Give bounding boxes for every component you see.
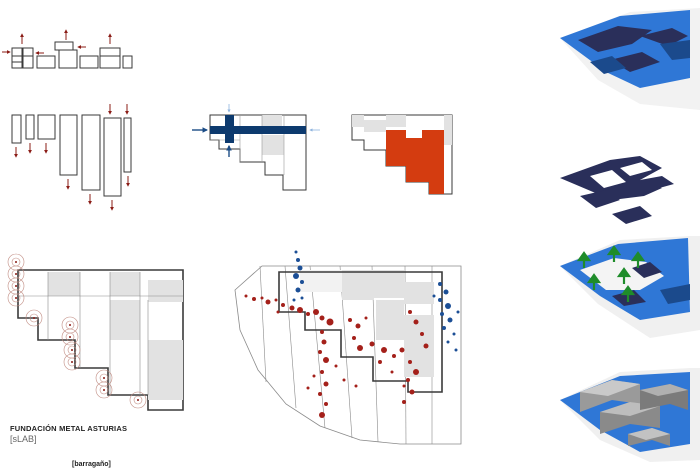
green-arrows <box>576 245 646 302</box>
project-subtitle: [sLAB] <box>10 434 37 444</box>
arrows-bars <box>14 104 130 211</box>
arrows-massing-small <box>2 29 112 55</box>
axon-navy-volumes <box>560 156 674 224</box>
axon-top-blue <box>560 8 700 110</box>
axon-blue-green-arrows <box>560 236 700 338</box>
dot-trace-blue <box>292 250 460 352</box>
diagram-bars <box>11 114 132 197</box>
diagram-plan-acoustic <box>7 253 184 411</box>
axon-extruded-volumes <box>560 368 700 462</box>
diagram-circulation <box>192 104 320 191</box>
diagram-site-plan-fan <box>234 250 462 445</box>
project-title: FUNDACIÓN METAL ASTURIAS <box>10 424 128 433</box>
diagram-massing-small <box>11 41 133 69</box>
diagram-program-volume <box>351 114 453 195</box>
dot-trace-red <box>244 294 429 418</box>
author-credit: [barragaño] <box>72 461 111 468</box>
